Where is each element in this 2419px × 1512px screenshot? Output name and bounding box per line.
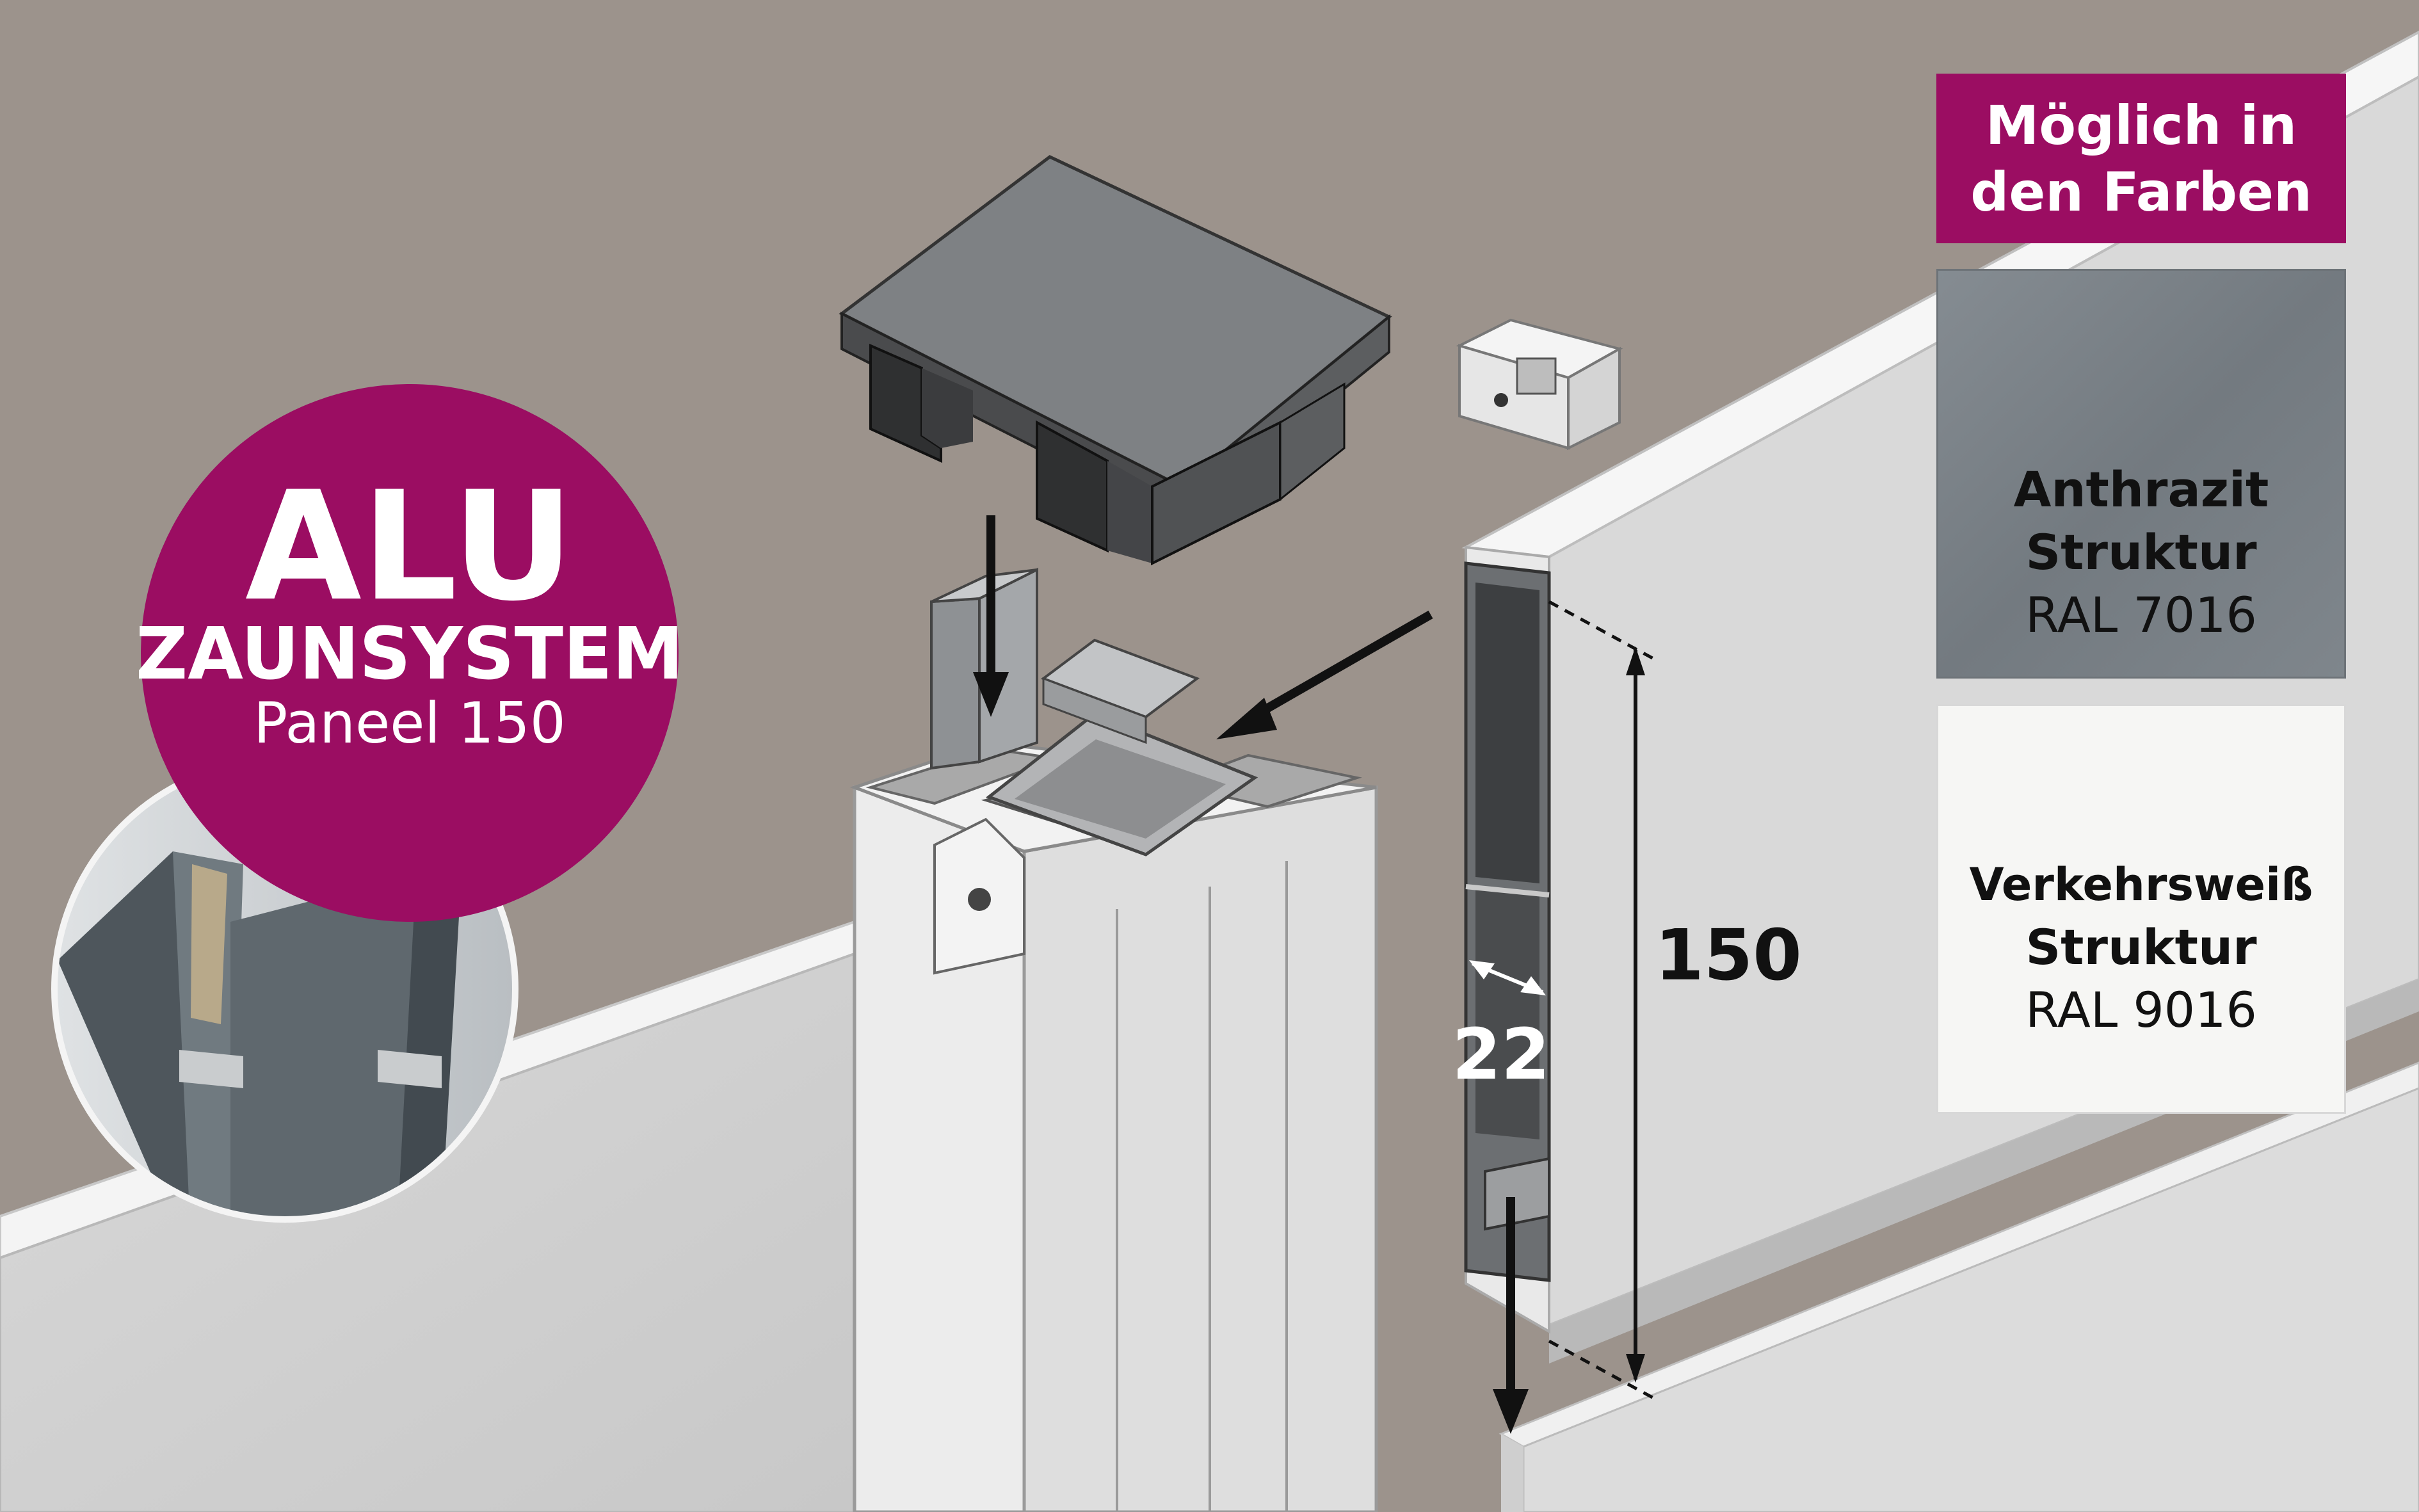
panel-connector-clip xyxy=(1456,318,1623,451)
u-channel-profile xyxy=(930,567,1200,770)
dimension-thickness: 22 xyxy=(1452,960,1550,1095)
badge-product: Paneel 150 xyxy=(253,690,565,756)
arrow-profile-diagonal xyxy=(1216,610,1433,739)
dimension-thickness-label: 22 xyxy=(1452,1013,1550,1095)
swatch-white-name-2: Struktur xyxy=(2025,919,2257,976)
swatch-anthracite-name-2: Struktur xyxy=(2025,524,2257,581)
heading-line-1: Möglich in xyxy=(1985,93,2297,157)
panel-edge-profile xyxy=(1464,561,1551,1282)
swatch-anthracite-name-1: Anthrazit xyxy=(2013,461,2269,518)
color-options-heading: Möglich in den Farben xyxy=(1936,74,2346,243)
heading-line-2: den Farben xyxy=(1970,160,2312,223)
swatch-white-code: RAL 9016 xyxy=(2025,981,2257,1038)
fence-post xyxy=(849,712,1378,1512)
assembly-arrows xyxy=(973,515,1529,1434)
swatch-anthracite-code: RAL 7016 xyxy=(2025,586,2257,643)
swatch-traffic-white: Verkehrsweiß Struktur RAL 9016 xyxy=(1936,704,2346,1114)
dimension-height: 150 xyxy=(1548,600,1802,1401)
brand-badge: ALU ZAUNSYSTEM Paneel 150 xyxy=(136,384,684,922)
dimension-height-label: 150 xyxy=(1655,914,1802,996)
arrow-cap-down xyxy=(973,515,1009,717)
badge-title: ALU xyxy=(245,460,574,634)
badge-subtitle: ZAUNSYSTEM xyxy=(136,613,684,696)
post-cap xyxy=(839,155,1392,566)
swatch-white-name-1: Verkehrsweiß xyxy=(1969,858,2313,911)
swatch-anthracite: Anthrazit Struktur RAL 7016 xyxy=(1936,269,2346,679)
arrow-bottom-down xyxy=(1493,1197,1529,1434)
color-options-panel: Möglich in den Farben Anthrazit Struktur… xyxy=(1936,74,2346,1114)
